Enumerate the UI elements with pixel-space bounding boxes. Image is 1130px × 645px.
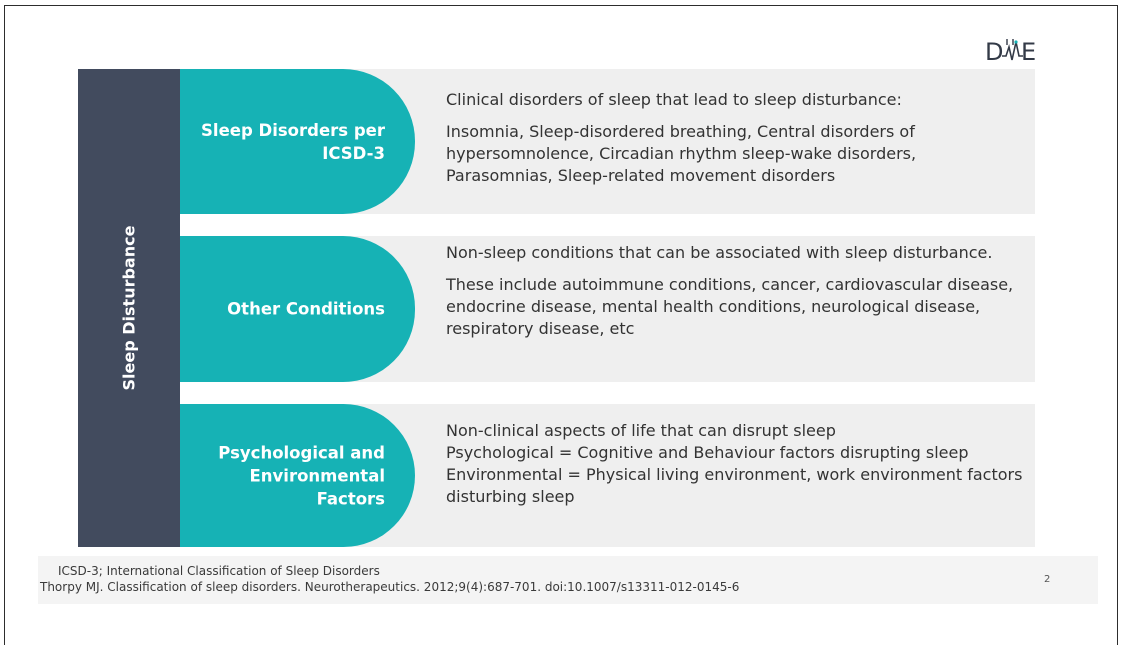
sleep-disorders-pill: Sleep Disorders per ICSD-3 [180,69,415,214]
svg-text:E: E [1021,38,1036,66]
row-1-body: Insomnia, Sleep-disordered breathing, Ce… [446,122,917,185]
row-3-line-2: Psychological = Cognitive and Behaviour … [446,443,969,462]
row-3-text: Non-clinical aspects of life that can di… [446,420,1026,508]
row-2-body: These include autoimmune conditions, can… [446,275,1014,338]
psychological-environmental-label: Psychological and Environmental Factors [218,443,385,508]
other-conditions-label: Other Conditions [227,299,385,319]
row-1-text: Clinical disorders of sleep that lead to… [446,89,1026,187]
row-2-heading: Non-sleep conditions that can be associa… [446,243,993,262]
row-3-line-3: Environmental = Physical living environm… [446,465,1023,506]
footnote-citation: Thorpy MJ. Classification of sleep disor… [40,580,740,594]
other-conditions-pill: Other Conditions [180,236,415,382]
footnote-abbreviation: ICSD-3; International Classification of … [58,564,380,578]
slide-frame [4,5,1118,645]
sleep-disorders-label: Sleep Disorders per ICSD-3 [201,120,385,163]
footer-band [38,556,1098,604]
sleep-disturbance-bar [78,69,180,547]
row-1-heading: Clinical disorders of sleep that lead to… [446,90,902,109]
svg-text:D: D [985,38,1003,66]
page-number: 2 [1044,574,1051,585]
psychological-environmental-pill: Psychological and Environmental Factors [180,404,415,547]
dme-logo: D E [985,38,1036,66]
row-3-line-1: Non-clinical aspects of life that can di… [446,421,836,440]
row-2-text: Non-sleep conditions that can be associa… [446,242,1026,340]
sleep-disturbance-label: Sleep Disturbance [119,225,139,391]
